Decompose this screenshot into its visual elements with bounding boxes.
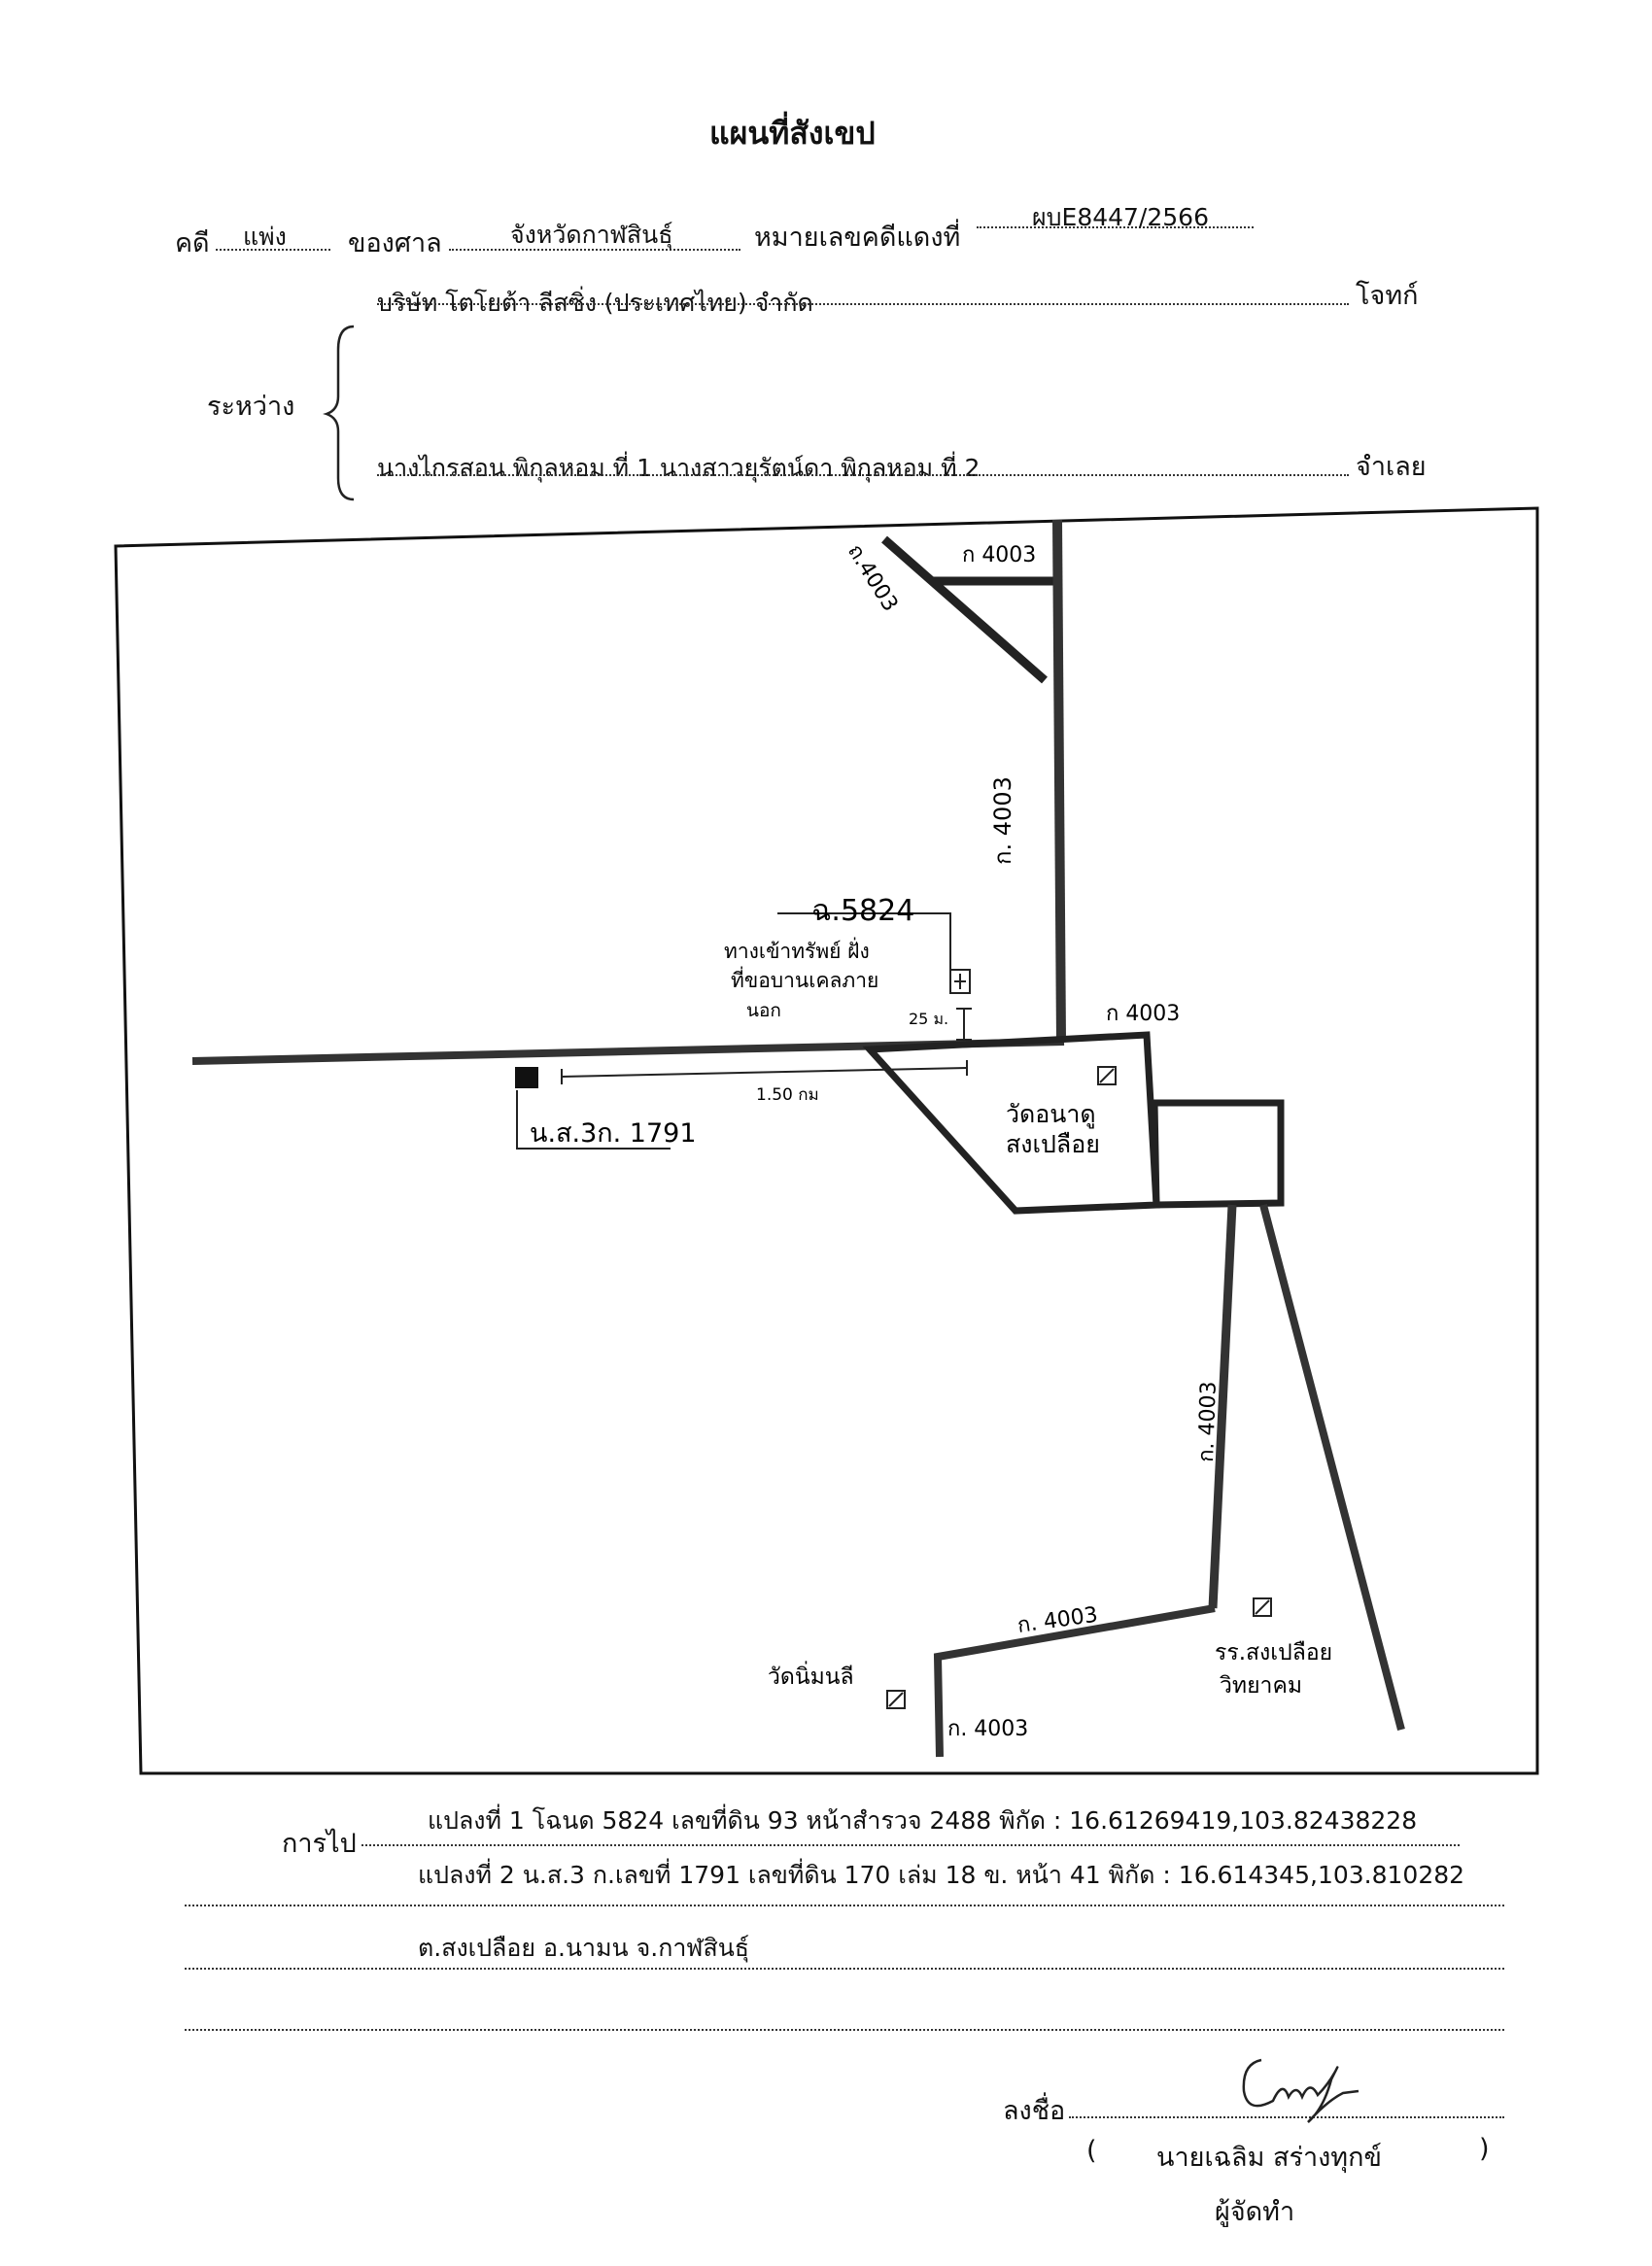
plaintiff-label: โจทก์ bbox=[1356, 281, 1419, 311]
defendant-label: จำเลย bbox=[1356, 452, 1427, 482]
road-south-diagonal bbox=[1259, 1203, 1405, 1732]
signature-mark bbox=[1242, 2058, 1359, 2123]
map-frame bbox=[114, 506, 1539, 1775]
plot1-note-1: ทางเข้าทรัพย์ ฝั่ง bbox=[724, 937, 870, 963]
plot2-marker bbox=[515, 1067, 538, 1088]
page-title: แผนที่สังเขป bbox=[709, 115, 876, 152]
school-label-2: วิทยาคม bbox=[1220, 1673, 1302, 1699]
open-paren: ( bbox=[1086, 2136, 1097, 2166]
plaintiff-dots bbox=[377, 303, 1349, 305]
temple1-label-1: วัดอนาดู bbox=[1006, 1100, 1096, 1129]
directions-dots-4 bbox=[185, 2029, 1504, 2031]
defendant-name: นางไกรสอน พิกุลหอม ที่ 1 นางสาวยุรัตน์ดา… bbox=[377, 454, 981, 482]
adjacent-area bbox=[1151, 1099, 1285, 1209]
directions-dots-1 bbox=[361, 1844, 1460, 1846]
sign-label: ลงชื่อ bbox=[1003, 2096, 1066, 2126]
plot1-note-2: ที่ขอบานเคลภาย bbox=[731, 966, 878, 992]
case-number-label: หมายเลขคดีแดงที่ bbox=[754, 223, 961, 253]
road-label-bottom: ก. 4003 bbox=[947, 1717, 1028, 1741]
distance-25: 25 ม. bbox=[909, 1010, 948, 1028]
case-number: ผบE8447/2566 bbox=[1032, 203, 1209, 231]
plot2-label: น.ส.3ก. 1791 bbox=[530, 1118, 697, 1149]
road-label-vertical: ก. 4003 bbox=[989, 776, 1016, 865]
court-label: ของศาล bbox=[348, 228, 442, 258]
plot2-label-box bbox=[516, 1090, 671, 1150]
road-top-diagonal bbox=[881, 535, 1048, 684]
plot1-note-3: นอก bbox=[746, 1000, 781, 1021]
plaintiff-name: บริษัท โตโยต้า ลีสซิ่ง (ประเทศไทย) จำกัด bbox=[377, 289, 813, 317]
plot1-marker bbox=[949, 969, 971, 994]
directions-dots-2 bbox=[185, 1905, 1504, 1906]
case-type-dots bbox=[216, 249, 330, 251]
distance-line-150 bbox=[561, 1067, 968, 1078]
plot1-label-box bbox=[777, 912, 951, 981]
court-name: จังหวัดกาฬสินธุ์ bbox=[510, 221, 673, 249]
temple1-label-2: สงเปลือย bbox=[1006, 1130, 1100, 1158]
close-paren: ) bbox=[1479, 2134, 1490, 2164]
road-label-junction: ก 4003 bbox=[1106, 1002, 1180, 1026]
temple1-icon bbox=[1097, 1066, 1117, 1085]
directions-dots-3 bbox=[185, 1968, 1504, 1970]
temple2-label: วัดนิ่มนลี bbox=[768, 1661, 854, 1690]
road-label-top-h: ก 4003 bbox=[962, 543, 1036, 567]
distance-150: 1.50 กม bbox=[756, 1085, 819, 1105]
directions-line-2: แปลงที่ 2 น.ส.3 ก.เลขที่ 1791 เลขที่ดิน … bbox=[418, 1861, 1465, 1889]
plot1-label: ฉ.5824 bbox=[811, 894, 914, 928]
between-brace bbox=[323, 325, 355, 501]
road-south bbox=[1208, 1204, 1237, 1609]
directions-label: การไป bbox=[282, 1829, 357, 1859]
directions-line-1: แปลงที่ 1 โฉนด 5824 เลขที่ดิน 93 หน้าสำร… bbox=[428, 1806, 1418, 1835]
directions-line-3: ต.สงเปลือย อ.นามน จ.กาฬสินธุ์ bbox=[418, 1934, 750, 1962]
road-label-south: ก. 4003 bbox=[1194, 1381, 1222, 1462]
school-label-1: รร.สงเปลือย bbox=[1215, 1640, 1332, 1665]
between-label: ระหว่าง bbox=[207, 392, 295, 422]
school-icon bbox=[1253, 1597, 1272, 1617]
case-type: แพ่ง bbox=[243, 223, 287, 251]
signer-name: นายเฉลิม สร่างทุกข์ bbox=[1156, 2143, 1382, 2173]
road-bottom bbox=[933, 1604, 1216, 1758]
case-label: คดี bbox=[175, 228, 210, 258]
defendant-dots bbox=[377, 474, 1349, 476]
court-dots bbox=[449, 249, 740, 251]
signer-role: ผู้จัดทำ bbox=[1215, 2197, 1295, 2227]
road-vertical-north bbox=[1052, 519, 1066, 1043]
case-number-dots bbox=[977, 226, 1254, 228]
sign-dots bbox=[1069, 2116, 1504, 2118]
temple2-icon bbox=[886, 1690, 906, 1709]
